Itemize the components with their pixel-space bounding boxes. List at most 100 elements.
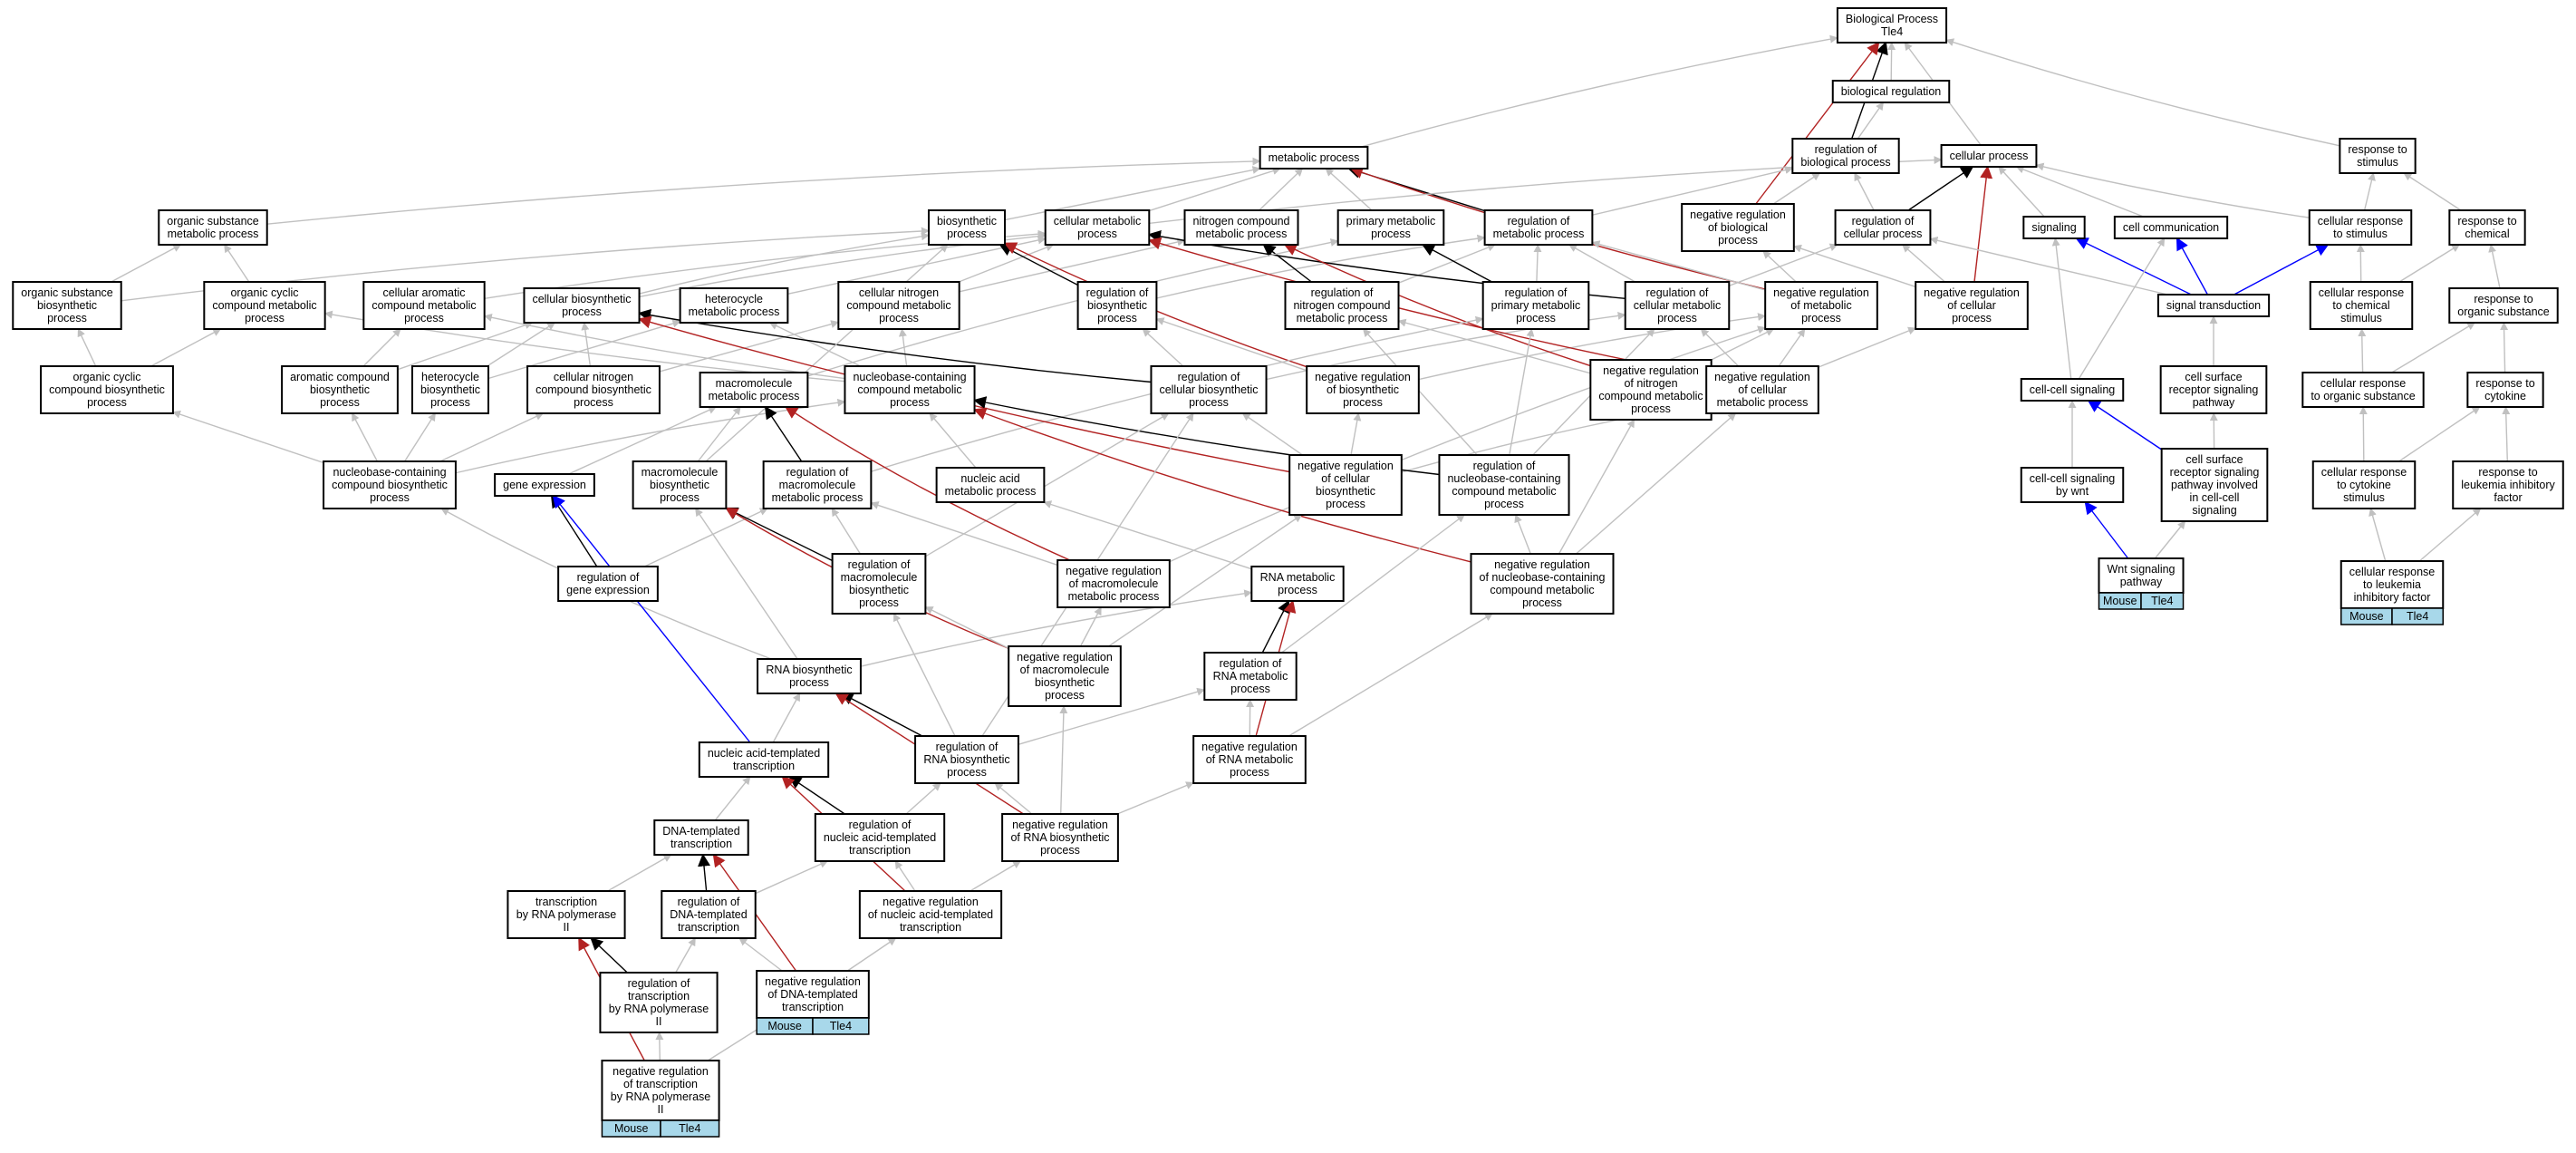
node-box xyxy=(410,365,490,414)
go-term-node-geneexpr[interactable]: gene expression xyxy=(494,473,595,497)
go-term-node-metproc[interactable]: metabolic process xyxy=(1259,146,1369,170)
go-term-node-biolreg[interactable]: biological regulation xyxy=(1831,80,1951,103)
node-label-line: cellular biosynthetic xyxy=(1159,383,1258,396)
node-box xyxy=(1008,645,1122,707)
annotation-label: Tle4 xyxy=(679,1122,700,1135)
node-label-line: macromolecule xyxy=(716,377,793,390)
go-term-node-sigtrans[interactable]: signal transduction xyxy=(2156,294,2271,317)
node-label-line: metabolic process xyxy=(709,390,800,402)
edge-is-a xyxy=(1362,328,1478,456)
node-box xyxy=(1681,203,1795,252)
edge-is-a xyxy=(1241,412,1303,456)
node-label-line: Wnt signaling xyxy=(2107,563,2175,576)
annotation-label: Tle4 xyxy=(830,1020,852,1032)
edge-regulates xyxy=(590,937,628,974)
node-label-line: receptor signaling xyxy=(2170,466,2260,479)
node-label-line: of cellular xyxy=(1947,299,1996,312)
go-term-node-cellproc[interactable]: cellular process xyxy=(1940,144,2038,168)
edge-part-of xyxy=(2176,237,2209,296)
go-term-node-cellcomm[interactable]: cell communication xyxy=(2113,216,2229,239)
node-label-line: of nucleobase-containing xyxy=(1480,571,1606,584)
node-label-line: RNA metabolic xyxy=(1213,670,1288,683)
node-label-line: regulation of xyxy=(1646,286,1709,299)
go-term-node-regmacrobio[interactable]: regulation ofmacromoleculebiosyntheticpr… xyxy=(831,553,927,615)
node-box xyxy=(914,735,1019,784)
go-term-node-cellcellsig[interactable]: cell-cell signaling xyxy=(2020,378,2125,402)
node-box xyxy=(2159,365,2268,414)
go-term-node-signaling[interactable]: signaling xyxy=(2022,216,2086,239)
go-term-node-regnbcmet[interactable]: regulation ofnucleobase-containingcompou… xyxy=(1438,454,1570,516)
